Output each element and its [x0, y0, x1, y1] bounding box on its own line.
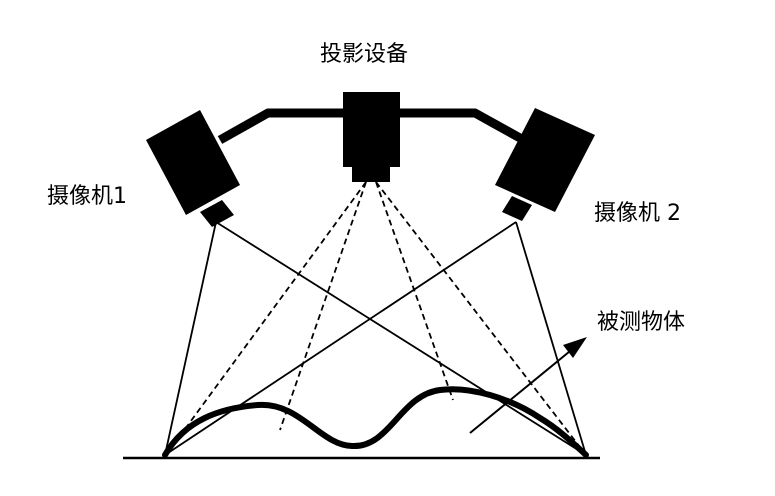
projector-beam-2 [279, 181, 367, 431]
camera-left-lens [200, 200, 234, 227]
projector-beam-4 [375, 181, 587, 456]
camera-right-body [495, 108, 595, 212]
camera-right-lens [502, 196, 532, 221]
camera-left-ray-left [164, 221, 217, 456]
projector-lens [352, 166, 390, 182]
mounting-bracket [217, 108, 343, 144]
object-pointer-line [469, 346, 576, 434]
projector-beam-1 [165, 181, 367, 456]
camera-left-ray-right [215, 221, 587, 456]
camera-right [495, 108, 595, 221]
camera-right-ray-right [515, 221, 587, 456]
projector [343, 92, 400, 182]
object-label: 被测物体 [597, 310, 686, 335]
camera-right-ray-left [164, 221, 517, 456]
camera-right-label: 摄像机 2 [594, 201, 681, 226]
object-pointer-arrowhead [563, 337, 587, 358]
object-surface [162, 386, 589, 458]
camera-left-body [146, 110, 240, 215]
projector-label: 投影设备 [320, 42, 409, 67]
camera-left [146, 110, 240, 227]
camera-left-label: 摄像机1 [47, 184, 127, 209]
projector-beam-3 [375, 181, 454, 401]
projector-body [343, 92, 400, 167]
mounting-bracket-right [400, 108, 523, 142]
